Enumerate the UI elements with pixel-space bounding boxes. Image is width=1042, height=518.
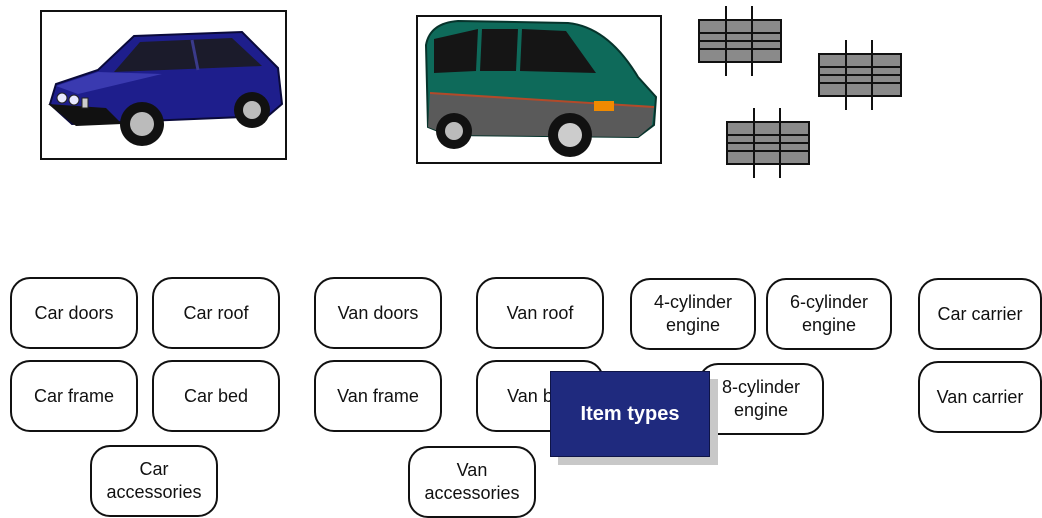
item-car-accessories: Car accessories — [90, 445, 218, 517]
item-van-accessories: Van accessories — [408, 446, 536, 518]
car-image-frame — [40, 10, 287, 160]
engine-icon — [726, 108, 810, 178]
car-icon — [48, 30, 284, 146]
item-van-doors: Van doors — [314, 277, 442, 349]
item-car-roof: Car roof — [152, 277, 280, 349]
item-4-cylinder-engine: 4-cylinder engine — [630, 278, 756, 350]
item-types-banner: Item types — [550, 371, 718, 465]
banner-label: Item types — [550, 371, 710, 457]
item-6-cylinder-engine: 6-cylinder engine — [766, 278, 892, 350]
engine-icon — [818, 40, 902, 110]
item-van-frame: Van frame — [314, 360, 442, 432]
item-car-frame: Car frame — [10, 360, 138, 432]
item-van-carrier: Van carrier — [918, 361, 1042, 433]
item-car-doors: Car doors — [10, 277, 138, 349]
engine-icon — [698, 6, 782, 76]
item-van-roof: Van roof — [476, 277, 604, 349]
van-icon — [424, 19, 658, 157]
van-image-frame — [416, 15, 662, 164]
item-car-bed: Car bed — [152, 360, 280, 432]
item-car-carrier: Car carrier — [918, 278, 1042, 350]
